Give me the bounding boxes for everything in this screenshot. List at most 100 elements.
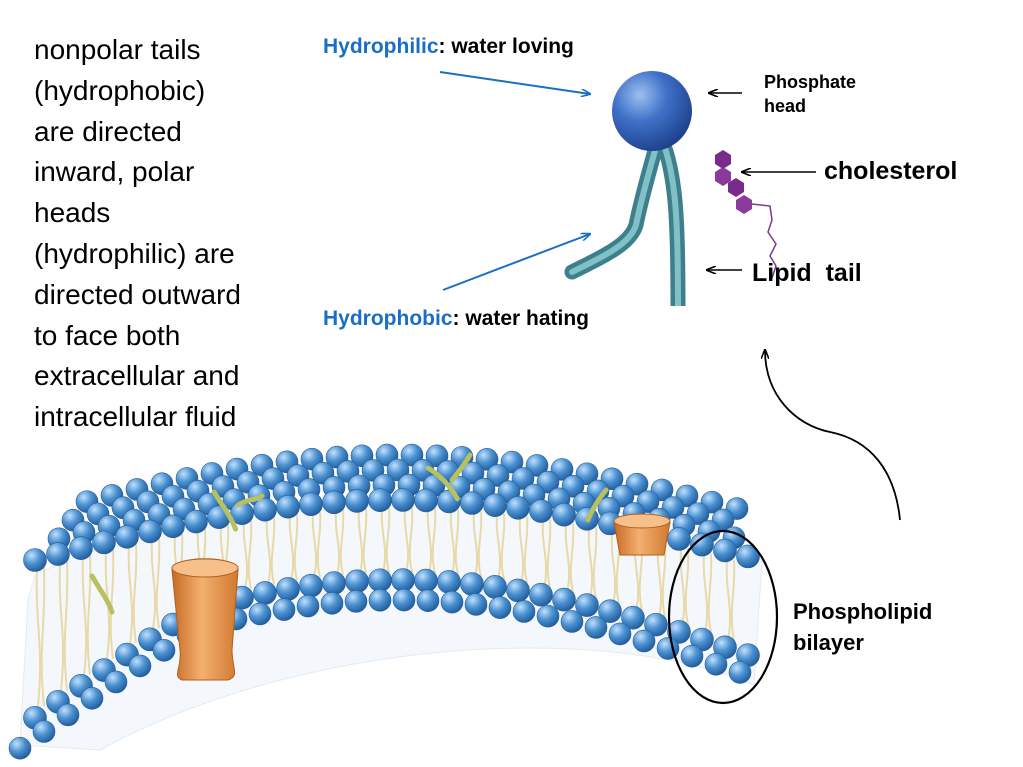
lipid-tail-pair	[334, 509, 345, 575]
lipid-head-ball	[506, 578, 530, 603]
bilayer-highlight-circle	[667, 529, 779, 705]
lipid-head-ball	[299, 573, 323, 598]
lipid-head-ball	[552, 587, 576, 612]
lipid-head-ball	[46, 542, 70, 566]
lipid-head-ball	[529, 499, 553, 523]
lipid-head-ball	[344, 590, 368, 613]
lipid-tail-pair	[35, 566, 46, 707]
lipid-head-ball	[511, 467, 535, 490]
lipid-head-ball	[525, 454, 549, 477]
lipid-head-ball	[161, 514, 185, 539]
lipid-head-ball	[414, 568, 438, 593]
lipid-tail-pair	[81, 554, 92, 675]
lipid-head-ball	[80, 686, 104, 710]
lipid-tail-pair	[725, 559, 736, 642]
hydrophobic-term: Hydrophobic	[323, 307, 453, 330]
lipid-tail-pair	[495, 513, 506, 580]
lipid-head-ball	[667, 527, 691, 551]
lipid-head-ball	[322, 571, 346, 595]
lipid-head-ball	[437, 570, 461, 594]
hydrophobic-definition: : water hating	[452, 307, 590, 330]
lipid-head-ball	[728, 661, 752, 684]
hydrophobic-label: Hydrophobic: water hating	[323, 307, 589, 331]
lipid-head-ball	[512, 600, 536, 623]
lipid-head-ball	[488, 596, 512, 619]
lipid-tail-pair	[449, 509, 460, 575]
description-line: intracellular fluid	[34, 401, 237, 433]
lipid-head-ball	[460, 491, 484, 515]
lipid-tail-pair	[679, 548, 690, 626]
lipid-head-ball	[483, 493, 507, 517]
lipid-head-ball	[368, 488, 392, 512]
lipid-head-ball	[296, 594, 320, 618]
lipid-head-ball	[529, 582, 553, 607]
description-line: inward, polar	[34, 156, 195, 188]
lipid-tail-pair	[472, 511, 483, 577]
lipid-tail-pair	[587, 527, 598, 599]
lipid-tail-pair	[265, 516, 276, 585]
hydrophilic-label: Hydrophilic: water loving	[323, 35, 574, 59]
lipid-head-ball	[345, 569, 369, 594]
hydrophilic-definition: : water loving	[438, 35, 574, 58]
cholesterol-molecule	[715, 150, 777, 279]
lipid-head-ball	[23, 548, 47, 572]
lipid-head-ball	[92, 530, 116, 555]
lipid-tail-pair	[288, 514, 299, 581]
lipid-head-ball	[632, 629, 656, 653]
lipid-head-ball	[152, 638, 176, 662]
lipid-head-ball	[184, 509, 208, 534]
lipid-head-ball	[56, 703, 80, 727]
lipid-head-ball	[128, 654, 152, 678]
lipid-head-ball	[704, 652, 728, 676]
lipid-head-ball	[598, 599, 622, 623]
lipid-tail-pair	[127, 543, 138, 644]
lipid-head-ball	[345, 489, 369, 513]
lipid-tail-pair	[311, 511, 322, 578]
lipid-head-ball	[736, 544, 760, 569]
description-line: directed outward	[34, 278, 242, 310]
lipid-tails	[35, 507, 736, 707]
phosphate-head-label: Phosphate head	[764, 70, 856, 118]
lipid-head-ball	[475, 448, 499, 471]
lipid-head-ball	[253, 497, 277, 522]
hydrophilic-arrow	[439, 71, 590, 94]
lipid-tail-pair	[564, 523, 575, 593]
lipid-head-ball	[464, 593, 488, 616]
hydrophilic-term: Hydrophilic	[323, 35, 439, 58]
lipid-head-ball	[440, 590, 464, 614]
carbohydrate-chains	[89, 452, 609, 615]
description-line: heads	[34, 197, 111, 229]
description-line: (hydrophilic) are	[34, 237, 235, 269]
lipid-head-ball	[560, 610, 584, 633]
bilayer-label-line: Phospholipid	[793, 599, 933, 624]
lipid-tail-pair	[58, 560, 69, 691]
lipid-head-ball	[500, 450, 524, 474]
lipid-head-ball	[253, 581, 277, 605]
lipid-head-ball	[104, 670, 128, 694]
lipid-head-ball	[575, 593, 599, 617]
lipid-head-ball	[425, 444, 449, 468]
lipid-head-ball	[644, 612, 668, 637]
lipid-head-ball	[272, 598, 296, 621]
lipid-head-ball	[368, 568, 392, 593]
lipid-head-ball	[392, 588, 416, 612]
lipid-tail-pair	[702, 553, 713, 634]
lipid-head-ball	[368, 588, 392, 612]
description-text: nonpolar tails (hydrophobic) are directe…	[34, 30, 299, 438]
lipid-head-ball	[391, 488, 415, 512]
hydrophobic-arrow	[442, 234, 590, 291]
lipid-tail-pair	[380, 508, 391, 573]
lipid-tail-pair	[357, 508, 368, 574]
bilayer-bottom-heads	[8, 568, 760, 760]
phosphate-label-line: Phosphate	[764, 72, 857, 92]
lipid-head-ball	[320, 591, 344, 615]
lipid-head-ball	[138, 519, 162, 544]
lipid-head-ball	[486, 464, 510, 487]
lipid-tail-pair	[541, 519, 552, 588]
lipid-head-ball	[414, 488, 438, 513]
lipid-head-ball	[552, 502, 576, 527]
bilayer-label-line: bilayer	[793, 630, 864, 655]
lipid-head-ball	[584, 616, 608, 639]
lipid-head-ball	[276, 494, 300, 519]
